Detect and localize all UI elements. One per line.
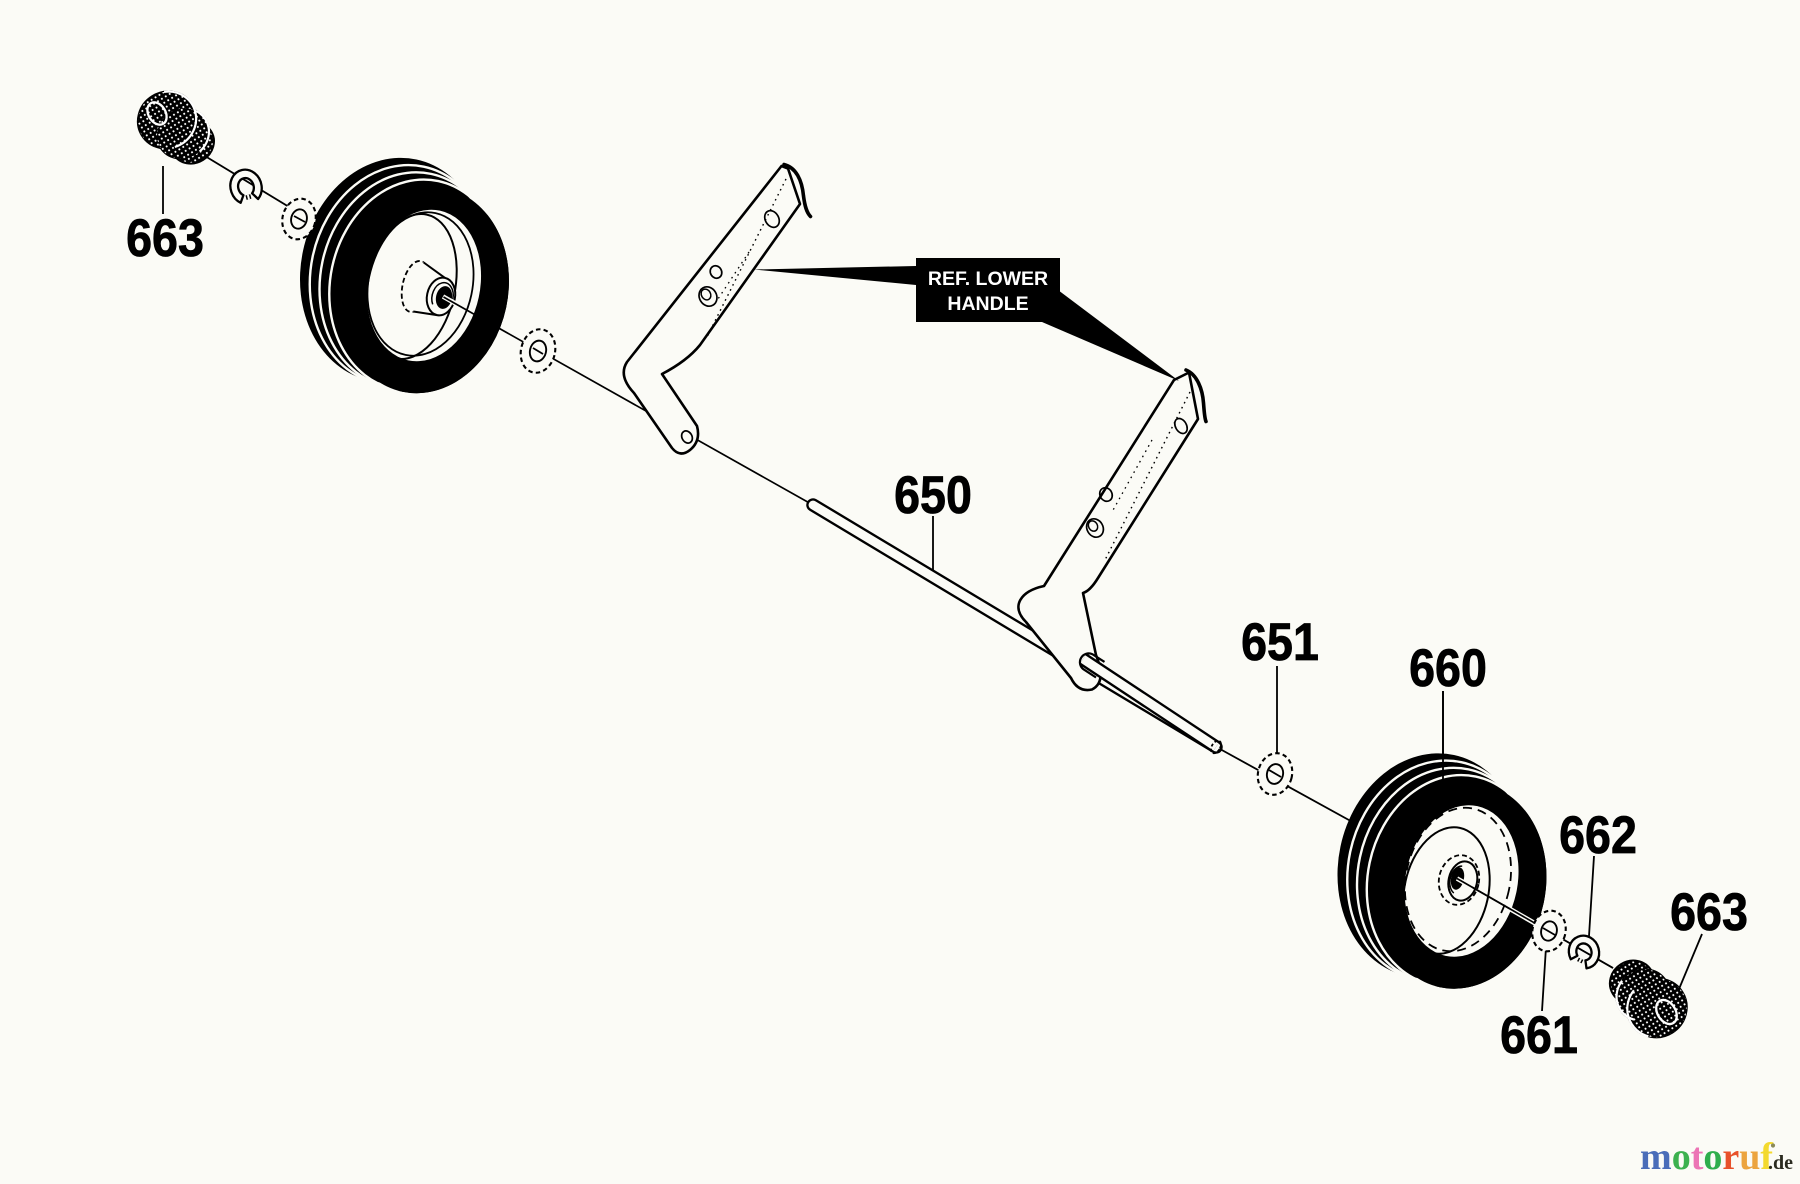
svg-text:663: 663 [126, 208, 204, 267]
svg-text:.de: .de [1768, 1152, 1793, 1174]
svg-text:662: 662 [1559, 805, 1637, 864]
svg-text:661: 661 [1500, 1005, 1578, 1064]
svg-text:660: 660 [1409, 638, 1487, 697]
svg-text:663: 663 [1670, 882, 1748, 941]
svg-text:REF. LOWER: REF. LOWER [928, 268, 1048, 290]
svg-text:651: 651 [1241, 612, 1319, 671]
svg-text:650: 650 [894, 465, 972, 524]
svg-text:HANDLE: HANDLE [947, 293, 1028, 315]
svg-text:motoruf: motoruf [1640, 1136, 1774, 1178]
